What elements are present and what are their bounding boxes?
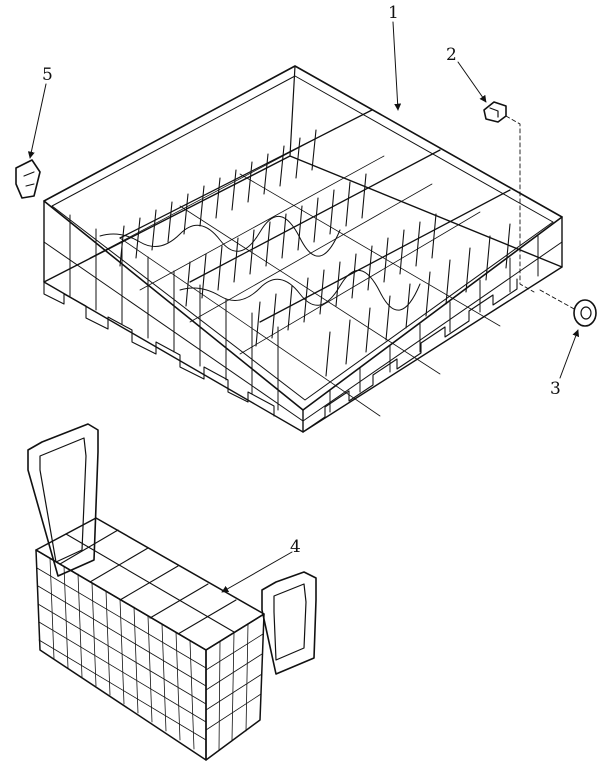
dish-rack: [43, 65, 563, 433]
basket-top-rim: [35, 517, 265, 651]
wheel-part: [573, 299, 597, 327]
leader-5: [27, 83, 47, 159]
callout-3: 3: [550, 379, 561, 399]
callout-4: 4: [290, 537, 301, 557]
basket-front-face: [35, 549, 207, 761]
rack-top-rim: [43, 65, 563, 411]
rack-right-side-wires: [302, 235, 563, 422]
basket-right-handle: [261, 571, 317, 675]
wheel-leader: [539, 289, 577, 311]
rack-skirt-left: [43, 281, 275, 417]
leader-2: [457, 61, 487, 103]
silverware-basket: [27, 423, 317, 761]
rack-tines: [119, 129, 511, 377]
rack-floor-grid: [89, 127, 501, 417]
callout-2: 2: [446, 45, 457, 65]
leader-3: [559, 329, 580, 379]
leader-lines: [27, 21, 580, 593]
leader-4: [221, 551, 293, 593]
callout-5: 5: [42, 65, 53, 85]
basket-side-face: [205, 613, 265, 761]
stop-clip: [483, 101, 507, 123]
stop-clip-leader: [505, 115, 535, 293]
cap-part: [15, 159, 41, 199]
rack-top-rim-inner: [51, 75, 554, 401]
leader-1: [392, 21, 402, 111]
rack-left-side-wires: [43, 214, 304, 422]
callout-1: 1: [388, 3, 399, 23]
rack-skirt-right: [302, 278, 518, 433]
